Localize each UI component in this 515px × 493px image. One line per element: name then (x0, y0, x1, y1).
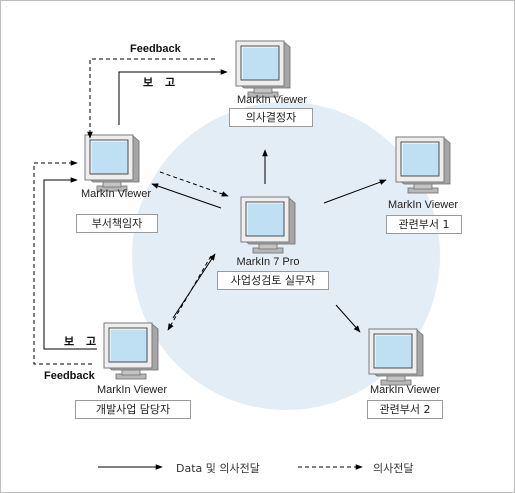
feedback-bottom-line (33, 160, 92, 365)
arrow-dev-to-pro (172, 253, 216, 319)
dashed-arrow-pro-to-dev (167, 255, 212, 331)
dept2-app-label: MarkIn Viewer (369, 384, 441, 396)
arrow-to-dept2 (335, 304, 361, 333)
feedback-top-label: Feedback (130, 43, 181, 55)
background-circle (132, 102, 440, 410)
report-top-label: 보 고 (143, 76, 180, 89)
computer-monitor-icon (84, 134, 140, 192)
arrow-to-manager (151, 183, 222, 209)
pro-role-box: 사업성검토 실무자 (217, 271, 329, 290)
developer-app-label: MarkIn Viewer (96, 384, 168, 396)
computer-monitor-icon (103, 322, 159, 380)
manager-app-label: MarkIn Viewer (80, 188, 152, 200)
developer-role-box: 개발사업 담당자 (75, 400, 191, 419)
manager-role-box: 부서책임자 (76, 214, 158, 233)
legend-solid-label: Data 및 의사전달 (176, 462, 260, 475)
decision-role-box: 의사결정자 (229, 108, 313, 127)
feedback-top-line (87, 58, 215, 139)
decision-app-label: MarkIn Viewer (236, 94, 308, 106)
computer-monitor-icon (235, 40, 291, 98)
dept1-app-label: MarkIn Viewer (387, 199, 459, 211)
report-top-line (118, 69, 228, 125)
legend-dashed-label: 의사전달 (373, 462, 414, 475)
dept1-role-box: 관련부서 1 (386, 215, 462, 234)
report-bottom-label: 보 고 (64, 335, 101, 348)
dept2-role-box: 관련부서 2 (367, 400, 443, 419)
dashed-arrow-manager-to-pro (159, 171, 229, 197)
pro-app-label: MarkIn 7 Pro (236, 256, 300, 268)
report-bottom-line (43, 177, 97, 350)
feedback-bottom-label: Feedback (44, 370, 95, 382)
arrow-to-dept1 (323, 179, 387, 204)
